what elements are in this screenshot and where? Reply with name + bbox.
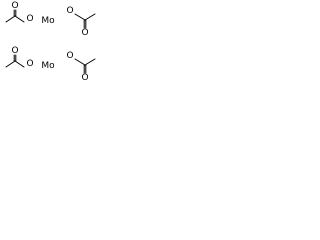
upper-molybdenum: Mo xyxy=(41,16,55,26)
lower-left-ester-bond xyxy=(14,60,25,68)
upper-right-methyl-bond xyxy=(84,13,96,21)
lower-right-methyl-bond xyxy=(84,58,96,66)
upper-left-carbonyl-oxygen: O xyxy=(11,1,18,11)
lower-molybdenum: Mo xyxy=(41,61,55,71)
upper-right-ester-bond xyxy=(74,13,86,21)
upper-right-acetate: O O xyxy=(66,6,96,38)
upper-right-oxygen: O xyxy=(66,6,73,16)
lower-right-acetate: O O xyxy=(66,51,96,83)
lower-left-oxygen: O xyxy=(26,59,33,69)
upper-left-oxygen: O xyxy=(26,14,33,24)
upper-left-acetate: O O xyxy=(5,1,34,24)
lower-left-methyl-bond xyxy=(5,60,16,68)
lower-left-carbonyl-oxygen: O xyxy=(11,46,18,56)
upper-right-carbonyl-oxygen: O xyxy=(81,28,88,38)
molybdenum-acetate-structure: O O Mo O O O O Mo O xyxy=(5,1,96,83)
lower-right-oxygen: O xyxy=(66,51,73,61)
upper-left-methyl-bond xyxy=(5,15,16,23)
lower-left-acetate: O O xyxy=(5,46,34,69)
lower-right-ester-bond xyxy=(74,58,86,66)
lower-right-carbonyl-oxygen: O xyxy=(81,73,88,83)
upper-left-ester-bond xyxy=(14,15,25,23)
structure-canvas: O O Mo O O O O Mo O xyxy=(0,0,111,93)
